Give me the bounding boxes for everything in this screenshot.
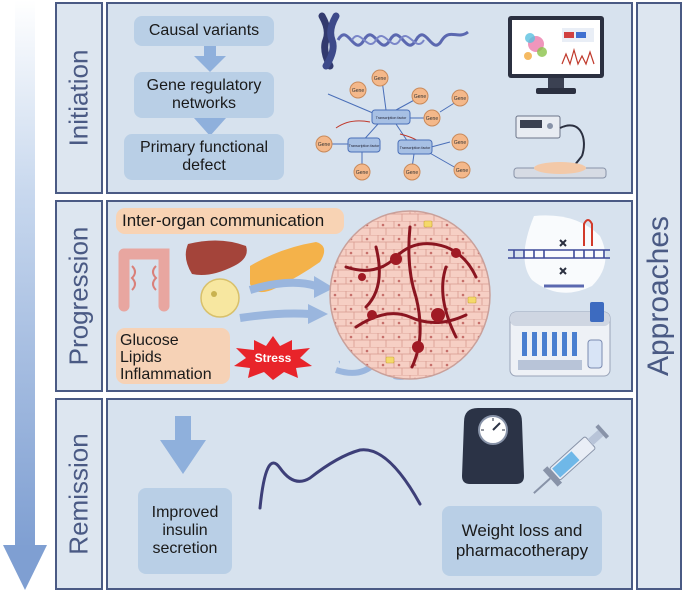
islet-icon <box>329 210 491 380</box>
transcription-factor-label: Transcription factor <box>376 116 407 120</box>
stage-label-remission: Remission <box>63 433 94 555</box>
stressor-inflammation: Inflammation <box>120 366 212 383</box>
transcription-factor-label: Transcription factor <box>349 144 380 148</box>
gene-node-label: Gene <box>454 140 466 146</box>
gene-node-label: Gene <box>426 116 438 122</box>
liquid-handler-icon <box>509 302 611 377</box>
stressor-glucose: Glucose <box>120 332 179 349</box>
scale-icon <box>462 408 524 484</box>
timeline-arrow <box>3 0 47 590</box>
stage-label-progression: Progression <box>63 226 94 366</box>
stress-burst: Stress <box>234 336 312 380</box>
chromosome-icon <box>318 12 469 70</box>
gene-node-label: Gene <box>406 170 418 176</box>
transcription-factor-label: Transcription factor <box>400 146 431 150</box>
progression-flow-arrows <box>239 276 340 364</box>
stage-tab-progression: Progression <box>55 200 103 392</box>
crispr-icon <box>508 215 610 293</box>
stage-tab-remission: Remission <box>55 398 103 590</box>
stress-label: Stress <box>255 351 292 365</box>
organ-illustrations <box>118 240 325 318</box>
stage-label-initiation: Initiation <box>63 49 94 147</box>
syringe-icon <box>533 424 610 494</box>
gene-node-label: Gene <box>356 170 368 176</box>
computer-monitor-icon <box>508 16 604 94</box>
liver-icon <box>185 240 247 275</box>
gene-node-label: Gene <box>318 142 330 148</box>
inter-organ-communication-label: Inter-organ communication <box>116 208 344 234</box>
weight-loss-pharmacotherapy-box: Weight loss and pharmacotherapy <box>442 506 602 576</box>
gene-node-label: Gene <box>414 94 426 100</box>
pancreas-icon <box>250 242 325 293</box>
gene-node-label: Gene <box>456 168 468 174</box>
remission-curve <box>258 448 422 510</box>
intestine-icon <box>118 248 170 312</box>
gene-regulatory-networks-box: Gene regulatory networks <box>134 72 274 118</box>
stressor-lipids: Lipids <box>120 349 162 366</box>
remission-down-arrow <box>160 416 206 474</box>
electrophysiology-rig-icon <box>513 115 607 179</box>
gene-network-diagram: Gene Gene Gene Gene Gene Gene Gene Gene … <box>315 69 471 181</box>
gene-node-label: Gene <box>352 88 364 94</box>
approaches-tab: Approaches <box>636 2 682 590</box>
fat-cell-icon <box>200 278 240 318</box>
improved-insulin-secretion-box: Improved insulin secretion <box>138 488 232 574</box>
primary-functional-defect-box: Primary functional defect <box>124 134 284 180</box>
stage-tab-initiation: Initiation <box>55 2 103 194</box>
stressors-box: Glucose Lipids Inflammation <box>116 328 230 384</box>
causal-variants-box: Causal variants <box>134 16 274 46</box>
approaches-label: Approaches <box>642 215 675 377</box>
gene-node-label: Gene <box>374 76 386 82</box>
gene-node-label: Gene <box>454 96 466 102</box>
